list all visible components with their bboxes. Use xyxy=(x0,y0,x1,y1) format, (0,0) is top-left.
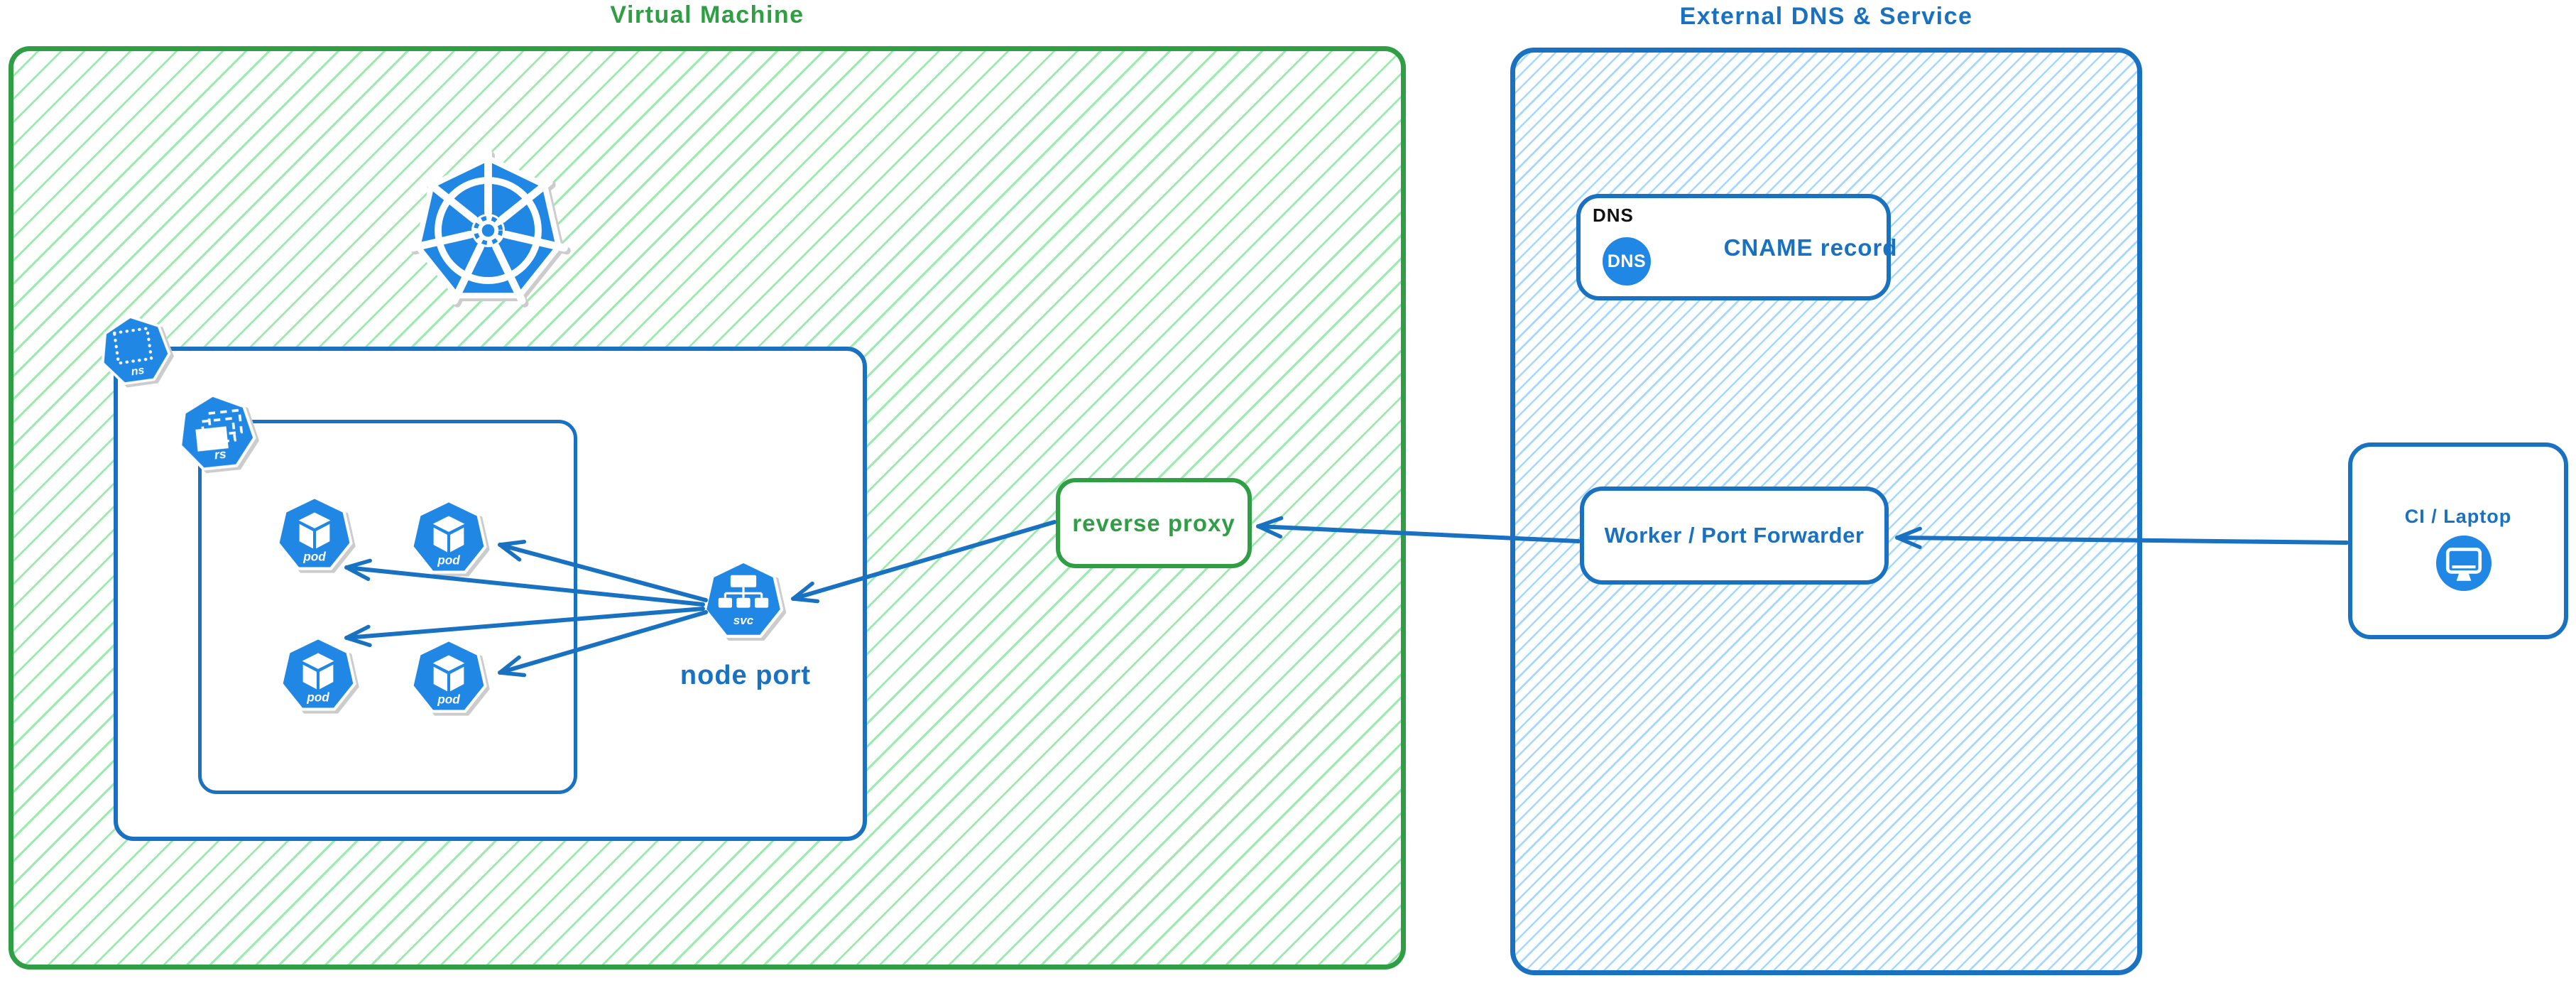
external-region-title: External DNS & Service xyxy=(1679,3,1973,30)
monitor-icon xyxy=(2436,536,2492,591)
node-port-label: node port xyxy=(680,661,812,690)
reverse-proxy-box: reverse proxy xyxy=(1056,478,1252,568)
pod-icon-label: pod xyxy=(437,693,460,707)
vm-region-title: Virtual Machine xyxy=(610,1,804,28)
dns-card-tag: DNS xyxy=(1593,205,1634,226)
ci-laptop-label: CI / Laptop xyxy=(2404,506,2512,527)
pod-icon: pod xyxy=(405,495,492,582)
pod-icon: pod xyxy=(405,634,492,721)
kubernetes-logo-icon xyxy=(408,148,568,305)
service-icon-label: svc xyxy=(733,614,754,627)
pod-icon: pod xyxy=(275,632,361,719)
namespace-icon: ns xyxy=(95,310,174,388)
dns-badge-icon: DNS xyxy=(1603,237,1651,286)
pod-icon-label: pod xyxy=(306,690,329,705)
replicaset-icon: rs xyxy=(168,385,265,482)
pod-icon-label: pod xyxy=(437,553,460,567)
service-icon: svc xyxy=(698,555,789,646)
replicaset-box xyxy=(198,420,577,794)
namespace-icon-label: ns xyxy=(131,364,146,378)
cname-record-label: CNAME record xyxy=(1723,234,1898,261)
pod-icon: pod xyxy=(271,492,358,578)
pod-icon-label: pod xyxy=(302,550,326,564)
worker-port-forwarder-box: Worker / Port Forwarder xyxy=(1580,487,1889,585)
replicaset-icon-label: rs xyxy=(214,447,227,462)
